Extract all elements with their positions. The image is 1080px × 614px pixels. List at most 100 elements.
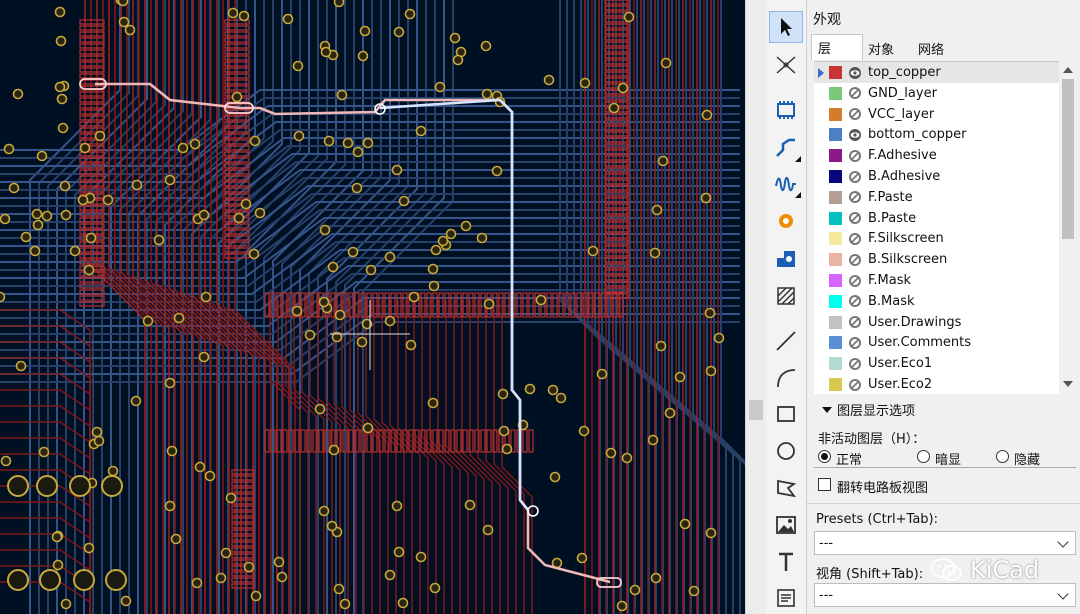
eye-hidden-icon[interactable]: [848, 149, 862, 163]
cursor-crosshair: [330, 300, 410, 370]
canvas-scrollbar[interactable]: [745, 0, 766, 614]
layer-row[interactable]: B.Mask: [814, 291, 1059, 312]
top-track: [373, 300, 405, 614]
eye-hidden-icon[interactable]: [848, 211, 862, 225]
viewports-label: 视角 (Shift+Tab):: [816, 567, 924, 582]
via: [55, 35, 67, 47]
smd-pad: [224, 109, 250, 115]
layer-color-swatch[interactable]: [829, 315, 842, 329]
radio-hide[interactable]: [996, 450, 1009, 463]
layer-row[interactable]: F.Adhesive: [814, 145, 1059, 166]
layer-color-swatch[interactable]: [829, 190, 842, 204]
eye-hidden-icon[interactable]: [848, 190, 862, 204]
draw-rectangle-button[interactable]: [769, 398, 803, 430]
eye-hidden-icon[interactable]: [848, 253, 862, 267]
tab-nets[interactable]: 网络: [918, 42, 945, 58]
layer-color-swatch[interactable]: [829, 211, 842, 225]
layer-color-swatch[interactable]: [829, 170, 842, 183]
layer-row[interactable]: B.Silkscreen: [814, 249, 1059, 270]
eye-hidden-icon[interactable]: [848, 315, 862, 329]
add-textbox-button[interactable]: [769, 582, 803, 614]
draw-line-button[interactable]: [769, 325, 803, 357]
via: [54, 6, 66, 18]
layer-row[interactable]: bottom_copper: [814, 124, 1059, 145]
eye-icon[interactable]: [848, 128, 862, 142]
eye-hidden-icon[interactable]: [848, 378, 862, 392]
pcb-canvas[interactable]: [0, 0, 745, 614]
add-footprint-button[interactable]: [769, 94, 803, 126]
tab-layers[interactable]: 层: [811, 34, 863, 60]
layer-row[interactable]: User.Eco1: [814, 353, 1059, 374]
presets-dropdown[interactable]: ---: [814, 531, 1076, 555]
eye-hidden-icon[interactable]: [848, 232, 862, 246]
add-via-button[interactable]: [769, 205, 803, 237]
top-track: [477, 300, 509, 614]
layer-row[interactable]: User.Eco2: [814, 374, 1059, 394]
layer-color-swatch[interactable]: [829, 274, 842, 287]
board-view[interactable]: [0, 0, 745, 614]
layer-row[interactable]: F.Mask: [814, 270, 1059, 291]
via: [77, 194, 89, 206]
smd-pad: [604, 83, 630, 89]
local-ratsnest-button[interactable]: [769, 49, 803, 81]
layer-display-options-toggle[interactable]: 图层显示选项: [822, 400, 915, 419]
select-tool-button[interactable]: [769, 11, 803, 43]
add-text-button[interactable]: [769, 546, 803, 578]
draw-circle-button[interactable]: [769, 435, 803, 467]
layer-color-swatch[interactable]: [829, 128, 842, 142]
tune-length-button[interactable]: [769, 168, 803, 200]
layer-color-swatch[interactable]: [829, 107, 842, 121]
draw-arc-button[interactable]: [769, 362, 803, 394]
layer-row[interactable]: B.Paste: [814, 208, 1059, 229]
layer-color-swatch[interactable]: [829, 336, 842, 350]
layer-color-swatch[interactable]: [829, 232, 842, 246]
layer-row[interactable]: VCC_layer: [814, 104, 1059, 125]
layer-color-swatch[interactable]: [829, 357, 842, 371]
smd-pad: [372, 429, 378, 453]
route-track-button[interactable]: [769, 132, 803, 164]
canvas-scrollbar-thumb[interactable]: [749, 400, 763, 420]
tab-objects[interactable]: 对象: [868, 42, 895, 58]
layer-list-scrollbar[interactable]: [1059, 61, 1077, 393]
eye-hidden-icon[interactable]: [848, 357, 862, 371]
smd-pad: [224, 157, 250, 163]
smd-pad: [79, 115, 105, 121]
eye-hidden-icon[interactable]: [848, 107, 862, 121]
flip-board-checkbox[interactable]: [818, 478, 831, 491]
layer-color-swatch[interactable]: [829, 253, 842, 267]
via: [249, 135, 261, 147]
layer-color-swatch[interactable]: [829, 66, 842, 79]
add-zone-button[interactable]: [769, 280, 803, 312]
layer-row[interactable]: F.Paste: [814, 187, 1059, 208]
add-image-button[interactable]: [769, 509, 803, 541]
eye-hidden-icon[interactable]: [848, 336, 862, 350]
layer-row[interactable]: F.Silkscreen: [814, 228, 1059, 249]
flip-board-label: 翻转电路板视图: [837, 481, 929, 496]
add-pad-button[interactable]: [769, 242, 803, 274]
eye-hidden-icon[interactable]: [848, 274, 862, 288]
via: [318, 296, 330, 308]
layer-color-swatch[interactable]: [829, 86, 842, 100]
eye-hidden-icon[interactable]: [848, 294, 862, 308]
layer-row[interactable]: B.Adhesive: [814, 166, 1059, 187]
radio-normal[interactable]: [818, 450, 831, 463]
draw-polygon-button[interactable]: [769, 472, 803, 504]
eye-icon[interactable]: [848, 66, 862, 80]
layer-row[interactable]: User.Drawings: [814, 312, 1059, 333]
radio-dim[interactable]: [917, 450, 930, 463]
layer-color-swatch[interactable]: [829, 149, 842, 163]
layer-row[interactable]: User.Comments: [814, 332, 1059, 353]
smd-pad: [312, 292, 318, 318]
layer-list-scrollbar-thumb[interactable]: [1062, 79, 1074, 239]
via: [415, 551, 427, 563]
layer-row[interactable]: GND_layer: [814, 83, 1059, 104]
eye-hidden-icon[interactable]: [848, 86, 862, 100]
eye-hidden-icon[interactable]: [848, 170, 862, 184]
layer-row[interactable]: top_copper: [814, 62, 1059, 83]
layer-color-swatch[interactable]: [829, 378, 842, 391]
scroll-up-icon[interactable]: [1063, 67, 1073, 73]
layer-color-swatch[interactable]: [829, 294, 842, 308]
viewports-dropdown[interactable]: ---: [814, 583, 1076, 607]
scroll-down-icon[interactable]: [1063, 381, 1073, 387]
